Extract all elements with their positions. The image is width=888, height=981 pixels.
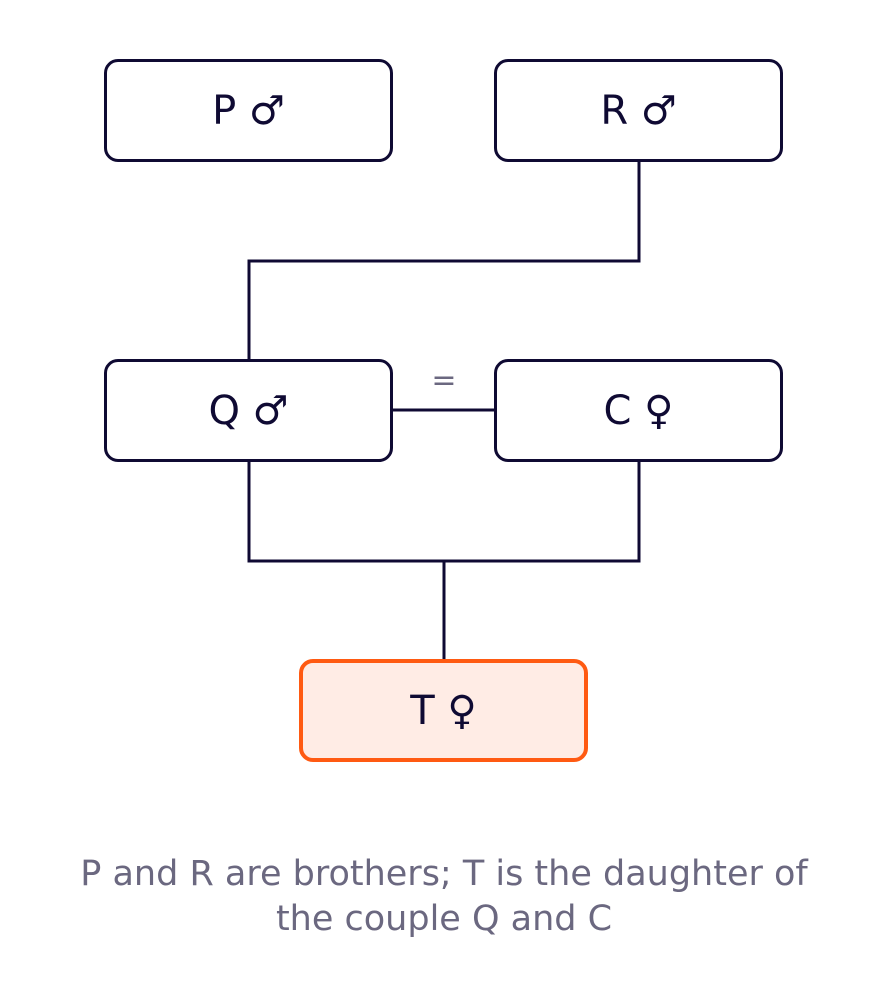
marriage-symbol: = [431, 363, 457, 398]
node-c: C ♀ [494, 359, 783, 462]
node-q: Q ♂ [104, 359, 393, 462]
node-r: R ♂ [494, 59, 783, 162]
node-t-label: T ♀ [410, 687, 477, 734]
node-p-label: P ♂ [212, 87, 285, 134]
node-c-label: C ♀ [603, 387, 674, 434]
node-q-label: Q ♂ [208, 387, 289, 434]
caption-line-1: P and R are brothers; T is the daughter … [80, 854, 808, 894]
node-r-label: R ♂ [600, 87, 677, 134]
node-p: P ♂ [104, 59, 393, 162]
node-t-highlighted: T ♀ [299, 659, 588, 762]
caption: P and R are brothers; T is the daughter … [24, 852, 864, 942]
connector-parents-join [247, 462, 641, 563]
caption-line-2: the couple Q and C [275, 899, 613, 939]
connector-r-to-q [247, 162, 641, 359]
